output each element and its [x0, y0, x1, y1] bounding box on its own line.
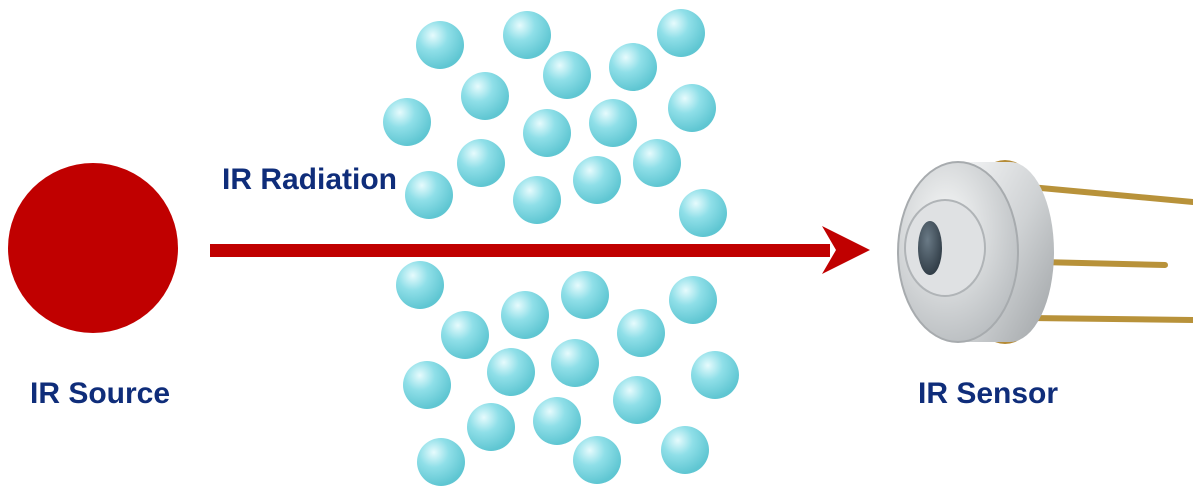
gas-particle [573, 156, 621, 204]
sensor-window [918, 221, 942, 275]
gas-particle [441, 311, 489, 359]
gas-particle [561, 271, 609, 319]
gas-particle [613, 376, 661, 424]
gas-particle [668, 84, 716, 132]
gas-particle [551, 339, 599, 387]
gas-particle [487, 348, 535, 396]
gas-particle [661, 426, 709, 474]
gas-particle [501, 291, 549, 339]
gas-particle [633, 139, 681, 187]
gas-particle [617, 309, 665, 357]
ir-radiation-arrow [210, 226, 870, 274]
gas-particle [405, 171, 453, 219]
sensor-pins [1027, 184, 1193, 323]
gas-particle [657, 9, 705, 57]
sensor-window-ring [904, 199, 986, 297]
gas-particle [417, 438, 465, 486]
gas-particle [403, 361, 451, 409]
gas-particle [513, 176, 561, 224]
gas-particle [543, 51, 591, 99]
gas-particle [679, 189, 727, 237]
arrow-shaft [210, 244, 830, 257]
gas-particle [573, 436, 621, 484]
gas-particle [533, 397, 581, 445]
gas-particle [609, 43, 657, 91]
gas-particles [383, 9, 739, 486]
ir-sensor-component [897, 160, 1193, 344]
ir-source-label: IR Source [30, 377, 171, 410]
ir-sensor-label: IR Sensor [918, 377, 1059, 410]
gas-particle [396, 261, 444, 309]
gas-particle [589, 99, 637, 147]
ir-radiation-label: IR Radiation [222, 163, 398, 196]
gas-particle [523, 109, 571, 157]
gas-particle [461, 72, 509, 120]
gas-particle [416, 21, 464, 69]
ir-source-circle [8, 163, 178, 333]
arrow-head [822, 226, 870, 274]
gas-particle [691, 351, 739, 399]
gas-particle [467, 403, 515, 451]
gas-particle [457, 139, 505, 187]
gas-particle [503, 11, 551, 59]
gas-particle [669, 276, 717, 324]
gas-particle [383, 98, 431, 146]
